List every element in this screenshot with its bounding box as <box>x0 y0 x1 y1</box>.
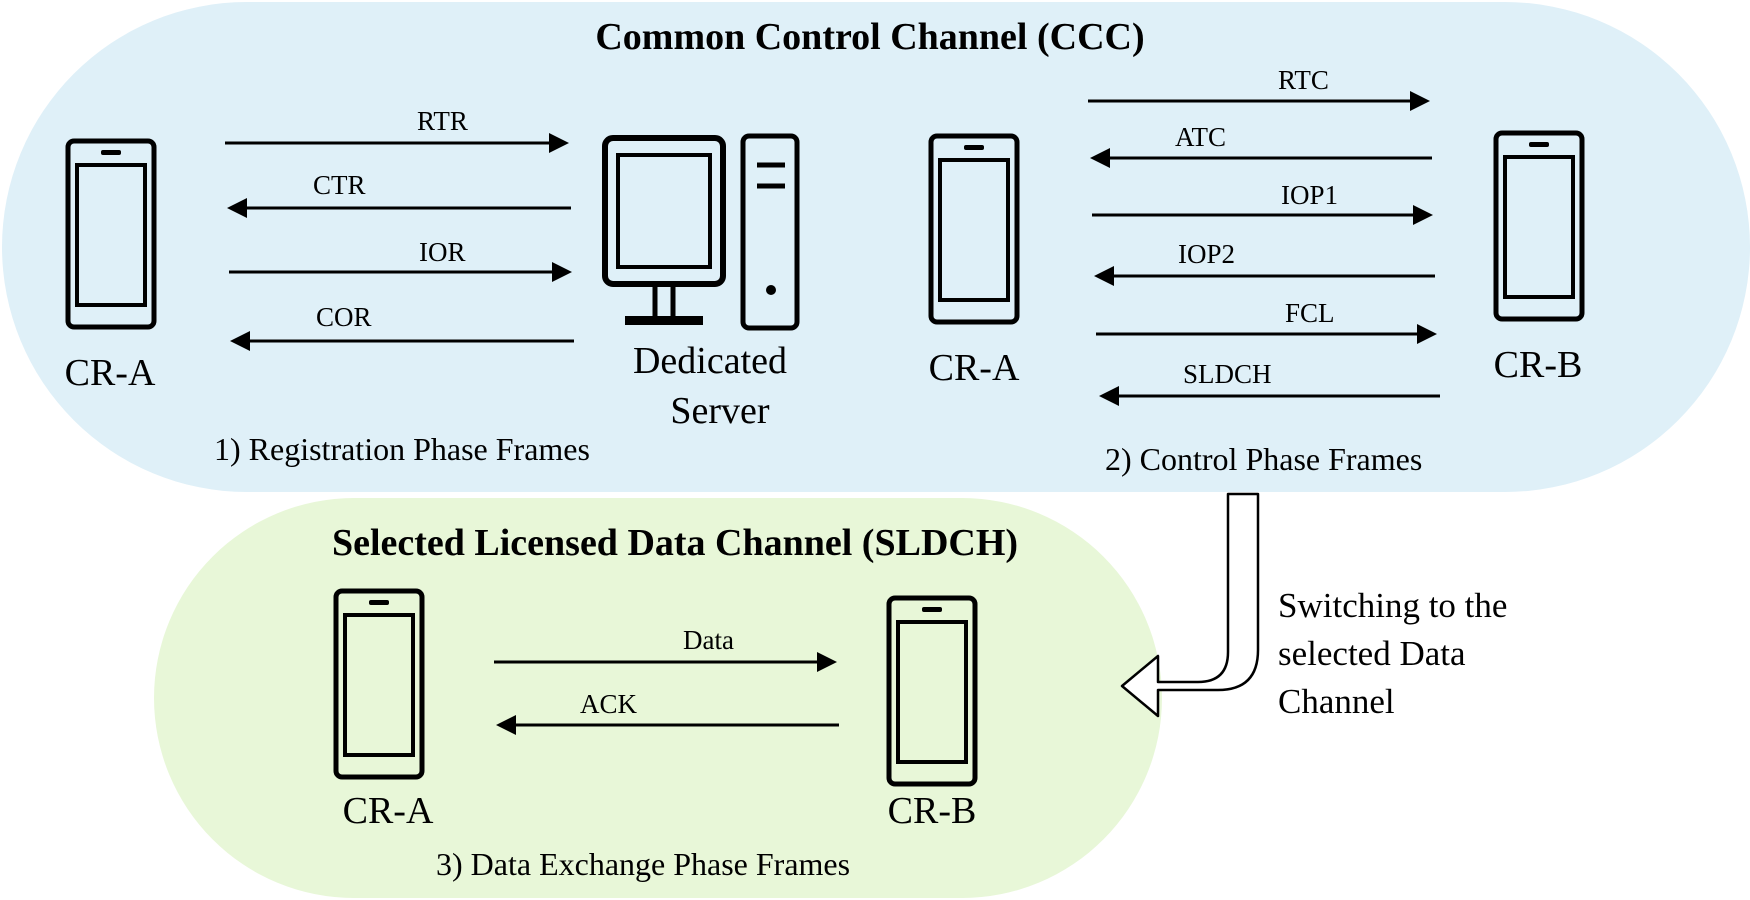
frame-label-data: Data <box>683 625 734 655</box>
frame-label-fcl: FCL <box>1285 298 1335 328</box>
mobile-device-icon <box>68 141 154 327</box>
arrow-right-icon <box>1088 91 1430 111</box>
frame-label-rtr: RTR <box>417 106 468 136</box>
transition-note-line1: Switching to the <box>1278 586 1508 625</box>
frame-label-ctr: CTR <box>313 170 366 200</box>
arrow-right-icon <box>1092 205 1433 225</box>
ccc-title: Common Control Channel (CCC) <box>595 16 1145 58</box>
arrow-left-icon <box>227 198 571 218</box>
server-label-line2: Server <box>670 390 770 432</box>
transition-note: Switching to the selected Data Channel <box>1278 582 1578 726</box>
sldch-title: Selected Licensed Data Channel (SLDCH) <box>331 522 1019 564</box>
arrow-left-icon <box>1094 266 1435 286</box>
control-cr-b-label: CR-B <box>1493 344 1583 386</box>
data-cr-b-label: CR-B <box>887 790 977 832</box>
transition-note-line3: Channel <box>1278 682 1395 721</box>
ccc-region <box>2 2 1750 492</box>
arrow-right-icon <box>229 262 572 282</box>
arrow-left-icon <box>230 331 574 351</box>
frame-label-atc: ATC <box>1175 122 1227 152</box>
frame-label-rtc: RTC <box>1278 65 1329 95</box>
frame-label-iop1: IOP1 <box>1281 180 1339 210</box>
registration-cr-a-label: CR-A <box>64 352 156 394</box>
control-cr-a-label: CR-A <box>928 347 1020 389</box>
mobile-device-icon <box>889 598 975 784</box>
bent-down-left-arrow-icon <box>1120 492 1260 718</box>
data-phase-label: 3) Data Exchange Phase Frames <box>436 846 851 882</box>
arrow-left-icon <box>1099 386 1440 406</box>
arrow-right-icon <box>1096 324 1437 344</box>
mobile-device-icon <box>931 136 1017 322</box>
desktop-computer-icon <box>602 133 800 331</box>
sldch-region <box>154 498 1162 898</box>
mobile-device-icon <box>1496 133 1582 319</box>
frame-label-ior: IOR <box>419 237 466 267</box>
frame-label-cor: COR <box>316 302 372 332</box>
data-cr-a-label: CR-A <box>342 790 434 832</box>
control-phase-label: 2) Control Phase Frames <box>1105 441 1423 477</box>
arrow-right-icon <box>494 652 837 672</box>
transition-note-line2: selected Data <box>1278 634 1466 673</box>
frame-label-iop2: IOP2 <box>1178 239 1236 269</box>
mobile-device-icon <box>336 591 422 777</box>
arrow-left-icon <box>1090 148 1432 168</box>
arrow-left-icon <box>496 715 839 735</box>
frame-label-ack: ACK <box>580 689 638 719</box>
arrow-right-icon <box>225 133 569 153</box>
registration-phase-label: 1) Registration Phase Frames <box>214 431 590 467</box>
frame-label-sldch: SLDCH <box>1183 359 1272 389</box>
server-label-line1: Dedicated <box>632 340 788 382</box>
